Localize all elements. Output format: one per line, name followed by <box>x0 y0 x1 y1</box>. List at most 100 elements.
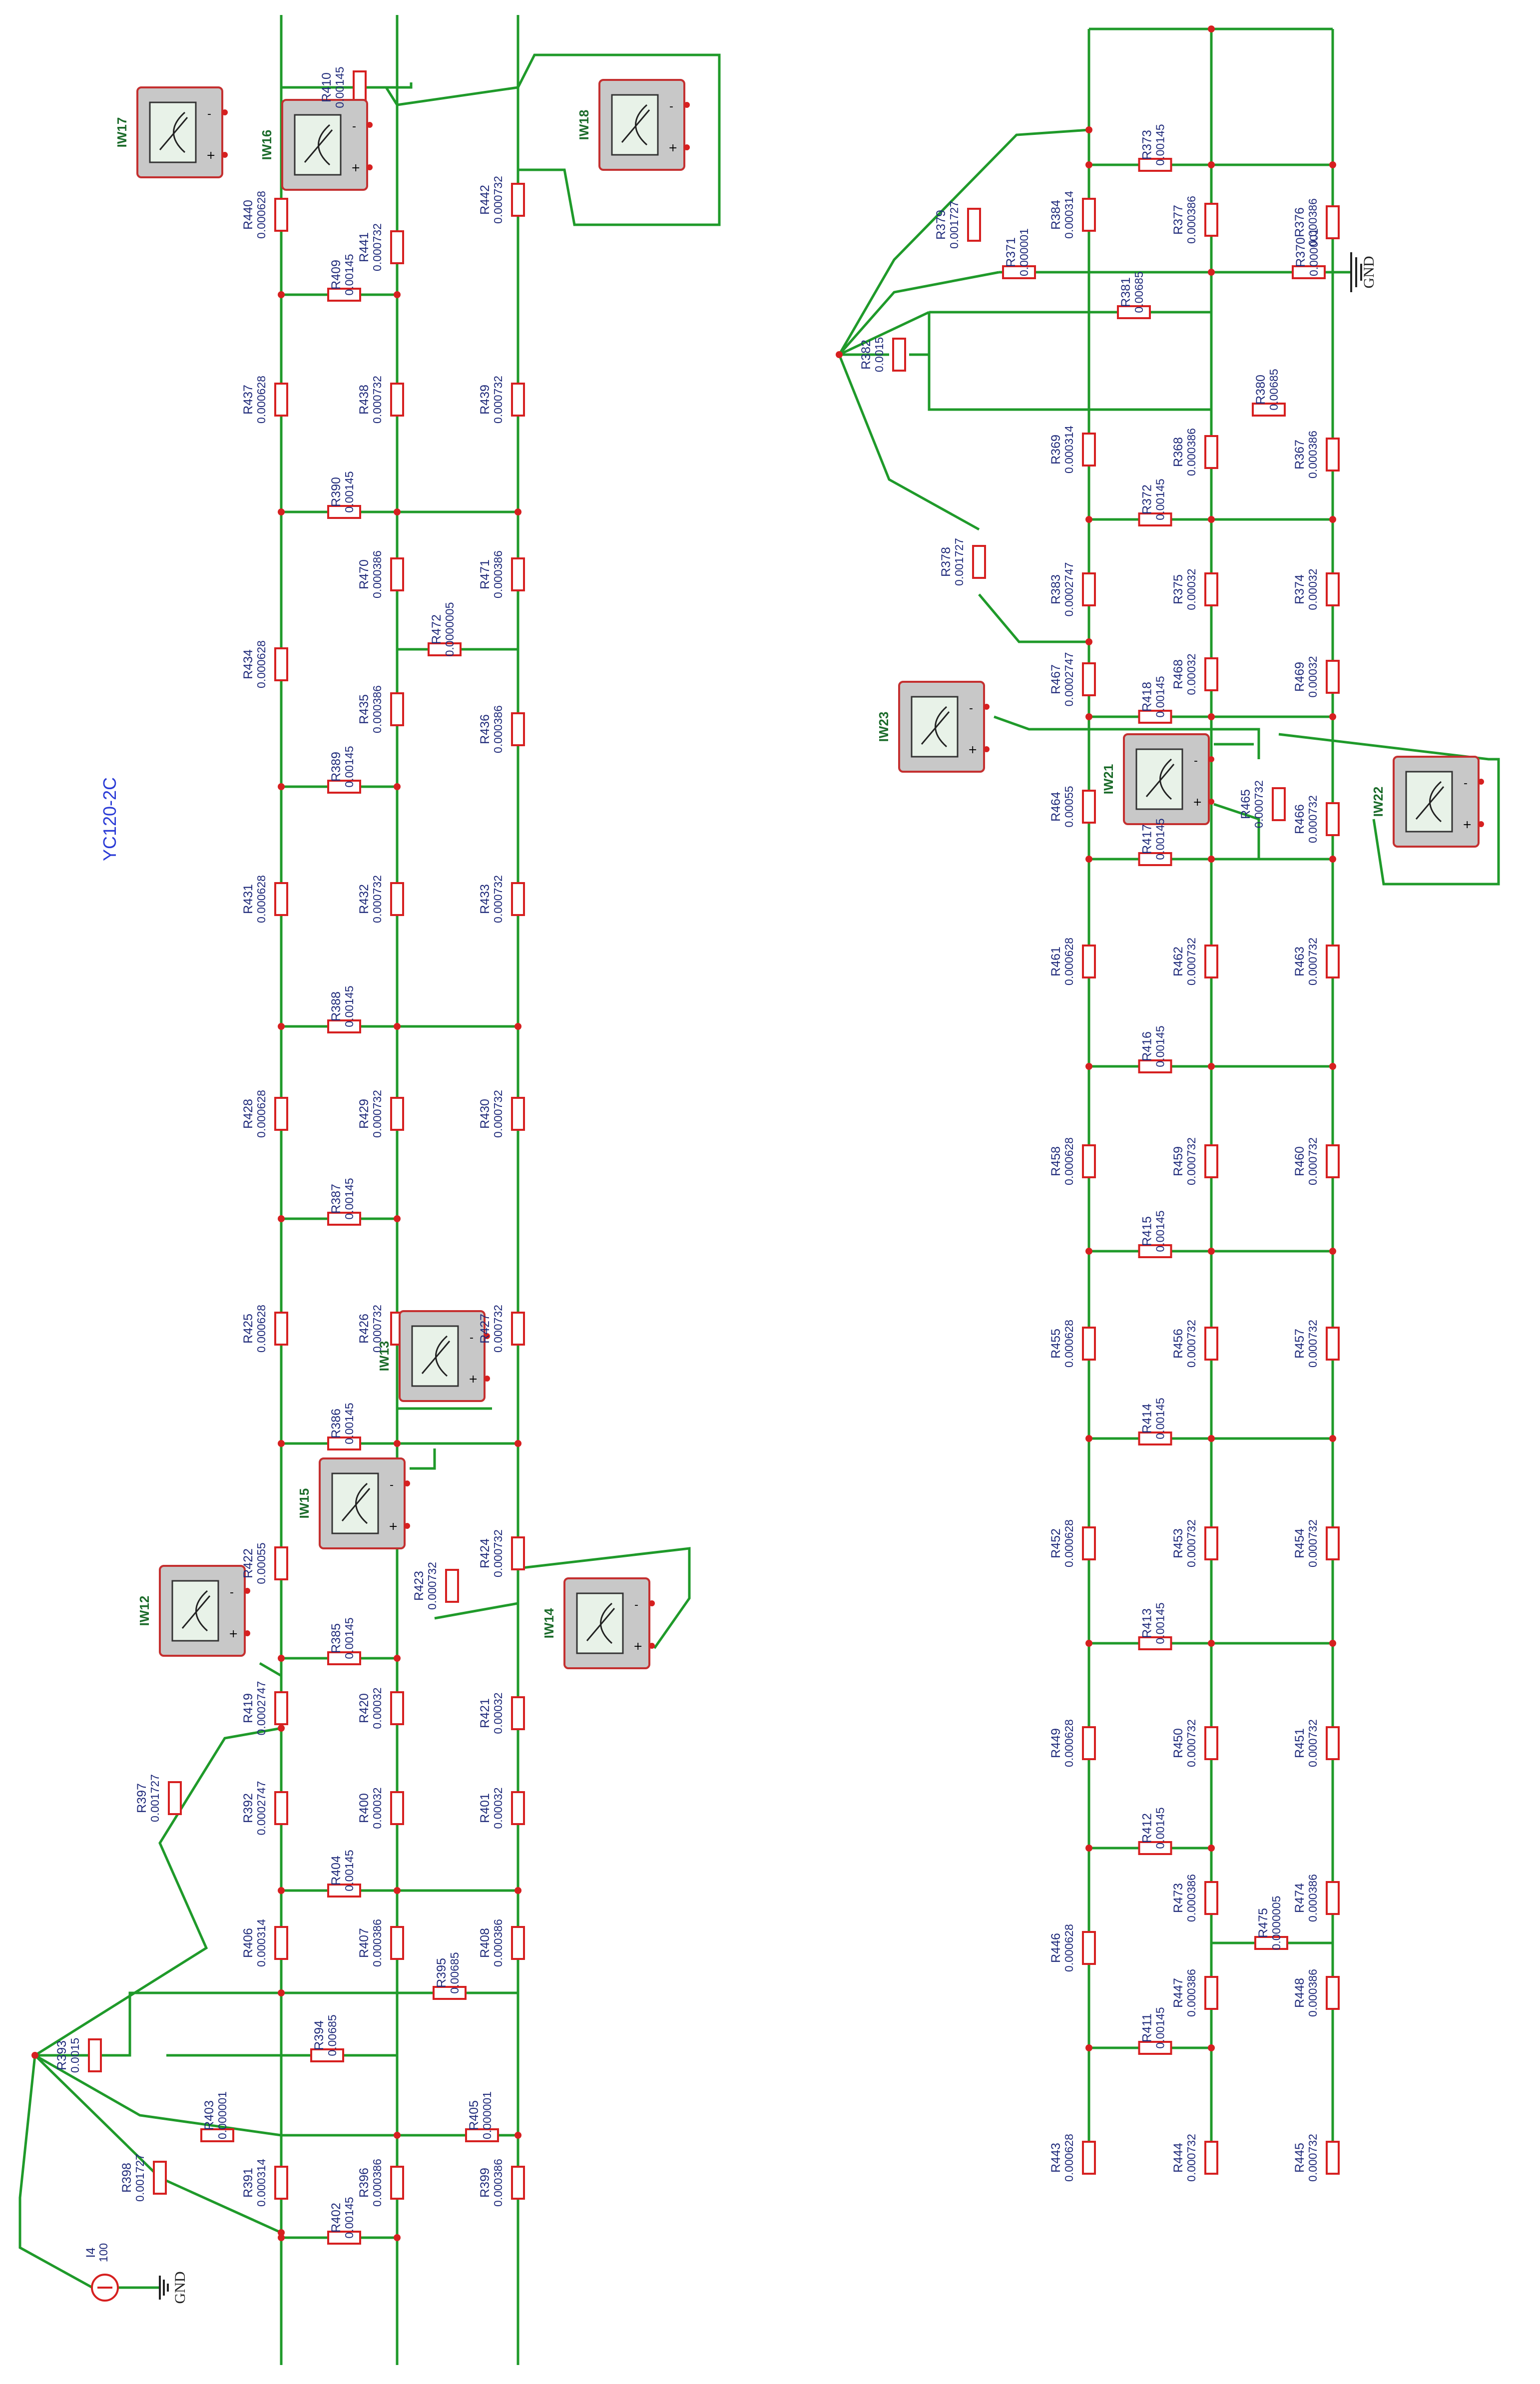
resistor-value: 0.00032 <box>1306 568 1319 610</box>
minus-sign: - <box>669 100 673 113</box>
resistor-value: 0.00145 <box>343 254 356 295</box>
junction-dot <box>394 1655 401 1662</box>
resistor-name: R475 <box>1256 1908 1270 1938</box>
resistor-r371 <box>1002 265 1036 279</box>
minus-sign: - <box>390 1479 394 1491</box>
resistor-r368 <box>1204 435 1218 469</box>
ammeter-iw15: -+ <box>319 1457 410 1549</box>
resistor-value: 0.000732 <box>492 1305 505 1353</box>
resistor-value: 0.000732 <box>492 376 505 424</box>
resistor-r412 <box>1138 1841 1172 1855</box>
resistor-value: 0.000732 <box>371 223 384 271</box>
junction-dot <box>394 783 401 790</box>
ammeter-label: IW16 <box>259 130 274 160</box>
resistor-name: R397 <box>135 1783 149 1813</box>
resistor-value: 0.00145 <box>343 1850 356 1891</box>
resistor-r470 <box>390 557 404 591</box>
resistor-value: 0.000732 <box>492 1090 505 1138</box>
ammeter-label: IW18 <box>576 110 591 140</box>
junction-dot <box>514 1887 521 1894</box>
junction-dot <box>278 2234 285 2241</box>
resistor-name: R465 <box>1239 789 1253 819</box>
junction-dot <box>1085 1435 1092 1442</box>
resistor-r411 <box>1138 2041 1172 2055</box>
resistor-r456 <box>1204 1327 1218 1361</box>
resistor-name: R378 <box>939 547 953 577</box>
resistor-value: 0.000732 <box>371 1305 384 1353</box>
resistor-value: 0.000732 <box>1252 780 1265 828</box>
junction-dot <box>278 508 285 515</box>
resistor-value: 0.000732 <box>1306 1519 1319 1567</box>
junction-dot <box>1208 713 1215 720</box>
junction-dot <box>394 1440 401 1447</box>
junction-dot <box>278 1023 285 1030</box>
resistor-name: R436 <box>478 714 492 744</box>
resistor-r405 <box>465 2128 499 2142</box>
resistor-value: 0.00685 <box>1267 369 1280 410</box>
resistor-name: R411 <box>1140 2013 1154 2042</box>
components-layer: -+-+-+-+-+-+-+-+-+-+ <box>31 25 1484 2302</box>
resistor-r459 <box>1204 1144 1218 1178</box>
resistor-value: 0.000386 <box>492 705 505 753</box>
ammeter-pin-minus <box>684 102 690 108</box>
resistor-r372 <box>1138 512 1172 526</box>
resistor-name: R394 <box>312 2020 326 2050</box>
junction-dot <box>1085 1063 1092 1070</box>
ammeter-iw18: -+ <box>598 79 690 171</box>
resistor-value: 0.000386 <box>1185 196 1198 244</box>
resistor-name: R396 <box>357 2168 371 2198</box>
resistor-value: 0.00145 <box>343 985 356 1027</box>
resistor-name: R435 <box>357 694 371 724</box>
resistor-value: 0.000628 <box>255 376 268 424</box>
resistor-value: 0.000732 <box>426 1562 439 1610</box>
resistor-r385 <box>327 1651 361 1665</box>
resistor-name: R407 <box>357 1928 371 1958</box>
wire <box>909 312 931 356</box>
junction-dot <box>1329 1248 1336 1255</box>
junction-dot <box>1329 856 1336 863</box>
resistor-r406 <box>274 1926 288 1960</box>
resistor-r435 <box>390 692 404 726</box>
resistor-value: 0.000386 <box>1185 428 1198 476</box>
resistor-r421 <box>511 1696 525 1730</box>
wire <box>396 1407 492 1421</box>
resistor-name: R413 <box>1140 1608 1154 1638</box>
junction-dot <box>278 1440 285 1447</box>
resistor-value: 0.000732 <box>1185 938 1198 985</box>
junction-dot <box>514 1440 521 1447</box>
junction-dot <box>1208 1248 1215 1255</box>
resistor-r380 <box>1252 403 1286 417</box>
resistor-r377 <box>1204 203 1218 237</box>
resistor-r437 <box>274 383 288 417</box>
resistor-r455 <box>1082 1327 1096 1361</box>
plus-sign: + <box>668 142 677 154</box>
resistor-r417 <box>1138 852 1172 866</box>
resistor-value: 0.000732 <box>1306 1320 1319 1368</box>
ammeter-label: IW23 <box>876 712 891 742</box>
minus-sign: - <box>230 1586 234 1599</box>
ammeter-pin-plus <box>649 1643 655 1649</box>
ammeter-pin-minus <box>649 1600 655 1606</box>
resistor-r458 <box>1082 1144 1096 1178</box>
resistor-name: R458 <box>1049 1146 1063 1176</box>
resistor-r461 <box>1082 945 1096 978</box>
resistor-value: 0.00145 <box>343 1617 356 1659</box>
ammeter-needle <box>1145 764 1175 797</box>
junction-dot <box>394 291 401 298</box>
ammeter-iw14: -+ <box>563 1577 655 1669</box>
wire <box>259 1662 282 1677</box>
resistor-name: R422 <box>241 1548 255 1578</box>
resistor-name: R442 <box>478 185 492 215</box>
resistor-r403 <box>200 2128 234 2142</box>
resistor-r398 <box>153 2161 167 2195</box>
resistor-name: R452 <box>1049 1528 1063 1558</box>
resistor-name: R401 <box>478 1793 492 1823</box>
resistor-r439 <box>511 383 525 417</box>
ammeter-pin-plus <box>367 164 373 170</box>
resistor-value: 0.000628 <box>1062 1137 1075 1185</box>
resistor-name: R412 <box>1140 1813 1154 1843</box>
resistor-value: 0.000628 <box>1062 1924 1075 1972</box>
wires-layer <box>18 15 1500 2365</box>
junction-dot <box>278 1887 285 1894</box>
resistor-name: R447 <box>1171 1978 1185 2008</box>
